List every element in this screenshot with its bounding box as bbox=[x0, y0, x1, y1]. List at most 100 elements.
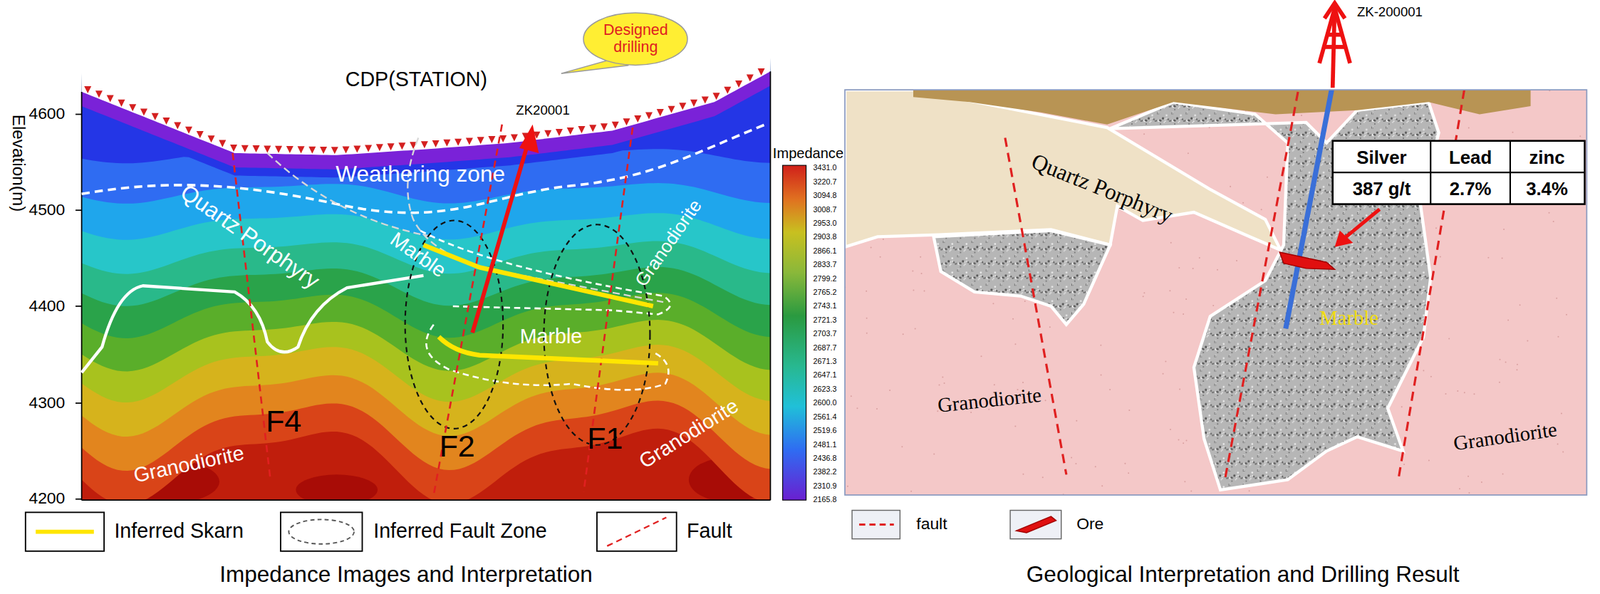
station-marker bbox=[454, 138, 462, 147]
station-marker bbox=[230, 144, 238, 152]
speckle bbox=[1042, 476, 1044, 479]
speckle bbox=[1100, 373, 1103, 376]
colorbar-value: 2647.1 bbox=[813, 371, 838, 381]
station-marker bbox=[577, 126, 585, 134]
tick bbox=[75, 209, 82, 211]
speckle bbox=[1562, 450, 1564, 453]
speckle bbox=[866, 332, 868, 335]
station-marker bbox=[656, 108, 664, 117]
speckle bbox=[1481, 481, 1483, 483]
station-marker bbox=[173, 121, 181, 129]
colorbar-value: 3431.0 bbox=[813, 163, 838, 173]
drill-name: ZK20001 bbox=[515, 102, 570, 117]
speckle bbox=[1403, 463, 1405, 466]
station-marker bbox=[387, 143, 395, 151]
legend-box bbox=[280, 512, 363, 551]
axis bbox=[81, 499, 771, 501]
legend-label: Fault bbox=[686, 520, 733, 544]
speckle bbox=[1070, 456, 1073, 459]
speckle bbox=[1448, 338, 1450, 340]
speckle bbox=[1178, 439, 1180, 441]
speckle bbox=[1300, 114, 1303, 117]
marble-body bbox=[933, 230, 1111, 325]
drill-rig bbox=[1324, 2, 1345, 18]
speckle bbox=[943, 382, 946, 384]
speckle bbox=[910, 490, 912, 493]
speckle bbox=[1516, 364, 1519, 366]
sky bbox=[79, 0, 773, 156]
speckle bbox=[865, 290, 867, 293]
speckle bbox=[1487, 257, 1489, 259]
speckle bbox=[1183, 480, 1186, 483]
axis bbox=[770, 71, 772, 501]
legend-label: fault bbox=[916, 515, 947, 534]
speckle bbox=[1169, 289, 1171, 292]
colorbar-value: 2623.3 bbox=[813, 385, 838, 394]
speckle bbox=[912, 289, 914, 292]
speckle bbox=[1428, 460, 1430, 462]
station-marker bbox=[331, 146, 339, 154]
bubble-ellipse bbox=[583, 12, 688, 65]
speckle bbox=[914, 327, 917, 330]
table-cell: 2.7% bbox=[1449, 178, 1492, 199]
colorbar-value: 2721.3 bbox=[813, 316, 838, 325]
station-marker bbox=[510, 133, 518, 142]
legend-fault-zone bbox=[288, 519, 355, 544]
speckle bbox=[1185, 298, 1187, 300]
speckle bbox=[1182, 442, 1184, 444]
speckle bbox=[919, 256, 922, 258]
unit-label: Marble bbox=[520, 325, 583, 349]
tick-label: 4200 bbox=[28, 490, 65, 508]
speckle bbox=[1170, 242, 1172, 244]
panel-caption: Geological Interpretation and Drilling R… bbox=[1026, 562, 1460, 587]
speckle bbox=[1229, 185, 1231, 188]
station-marker bbox=[196, 131, 204, 139]
speckle bbox=[1128, 409, 1130, 412]
impedance-blob bbox=[295, 474, 378, 501]
skarn-line bbox=[423, 245, 653, 307]
arrow-head bbox=[519, 124, 539, 154]
tick-label: 4400 bbox=[28, 297, 65, 315]
station-marker bbox=[713, 92, 721, 100]
speckle bbox=[1014, 343, 1016, 345]
station-marker bbox=[600, 123, 608, 131]
ore-arrow bbox=[1344, 209, 1380, 238]
axis bbox=[81, 91, 83, 501]
speckle bbox=[1143, 133, 1145, 135]
speckle bbox=[993, 383, 996, 386]
axis-title: CDP(STATION) bbox=[345, 68, 488, 92]
speckle bbox=[882, 238, 885, 241]
speckle bbox=[1499, 359, 1501, 361]
station-marker bbox=[589, 124, 597, 132]
speckle bbox=[1503, 228, 1505, 231]
station-marker bbox=[690, 99, 698, 107]
station-marker bbox=[678, 102, 687, 110]
speckle bbox=[1212, 304, 1214, 307]
granodiorite-ground bbox=[844, 89, 1587, 496]
speckle bbox=[1143, 292, 1145, 294]
colorbar-value: 2671.3 bbox=[813, 357, 838, 367]
speckle bbox=[1548, 212, 1551, 214]
station-marker bbox=[297, 146, 305, 154]
callout-text: Designed drilling bbox=[598, 21, 673, 57]
drill-rig bbox=[1327, 32, 1343, 38]
speckle bbox=[1014, 426, 1016, 428]
speckle bbox=[1515, 369, 1518, 371]
colorbar-value: 2703.7 bbox=[813, 329, 838, 339]
station-marker bbox=[252, 145, 261, 153]
speckle bbox=[1505, 361, 1507, 363]
tick-label: 4300 bbox=[28, 393, 65, 412]
unit-label: Marble bbox=[1319, 307, 1379, 330]
colorbar-value: 2481.1 bbox=[813, 440, 838, 450]
station-marker bbox=[353, 145, 361, 153]
station-marker bbox=[319, 146, 327, 154]
speckle bbox=[1169, 428, 1172, 431]
colorbar-value: 3094.8 bbox=[813, 191, 838, 201]
table-cell: Silver bbox=[1356, 146, 1407, 167]
speckle bbox=[1101, 485, 1103, 487]
colorbar-value: 2600.0 bbox=[813, 398, 838, 408]
station-marker bbox=[398, 142, 406, 150]
legend-box bbox=[596, 512, 677, 551]
